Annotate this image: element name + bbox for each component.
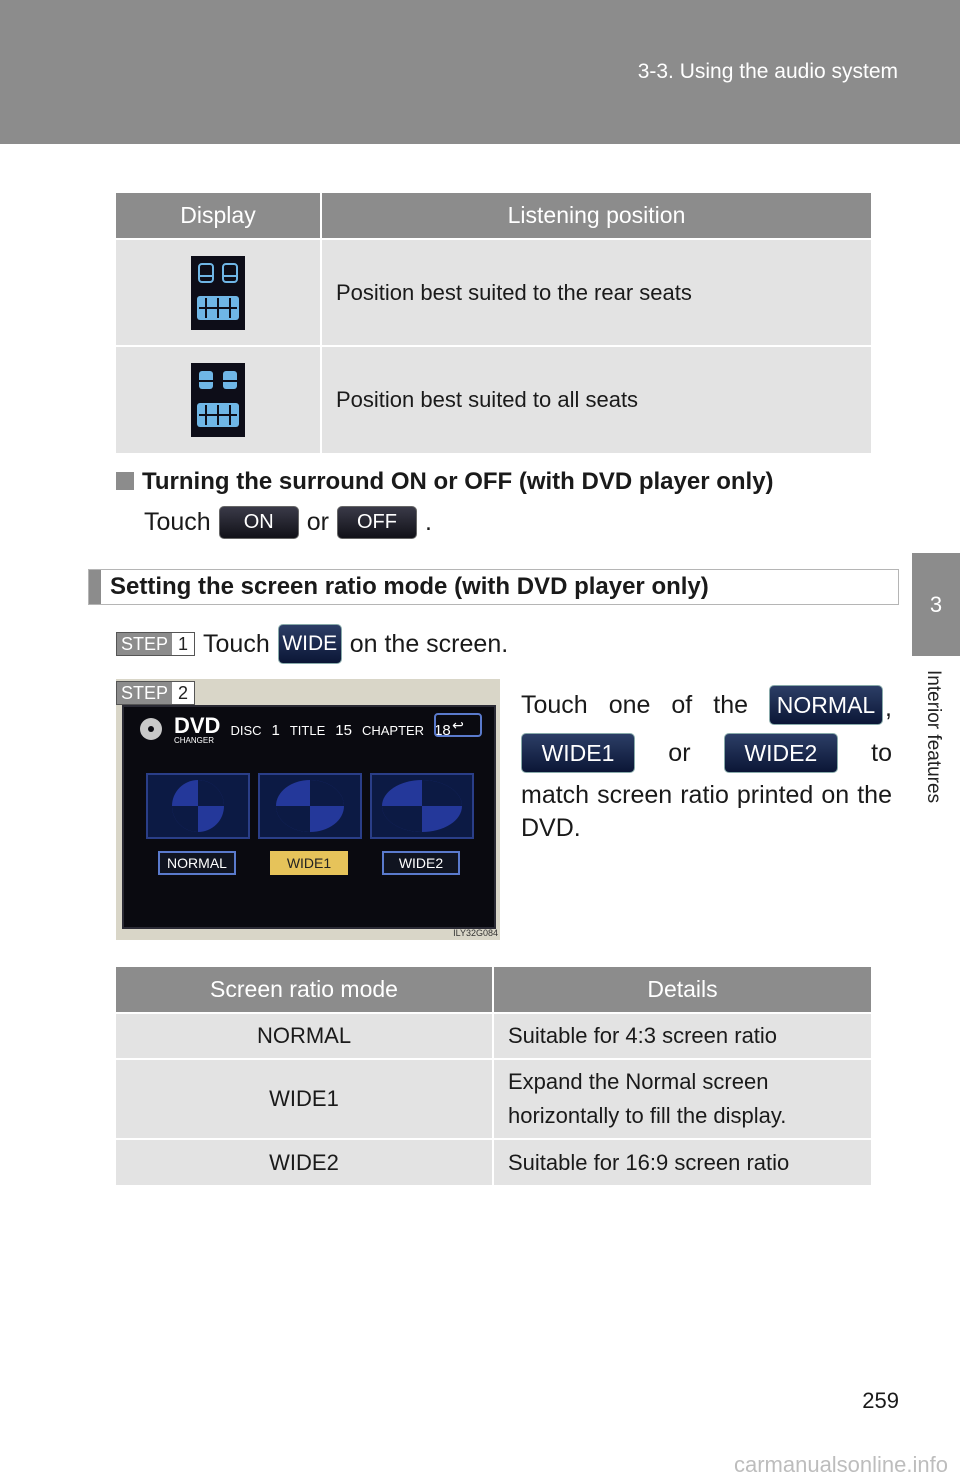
- surround-instruction: Touch ON or OFF .: [144, 506, 432, 539]
- off-button[interactable]: OFF: [336, 506, 417, 539]
- square-bullet-icon: [116, 472, 134, 490]
- changer-label: CHANGER: [174, 736, 215, 745]
- mode-cell: WIDE1: [116, 1058, 493, 1139]
- listening-position-text: Position best suited to the rear seats: [320, 238, 871, 346]
- image-code: ILY32G084: [453, 928, 498, 938]
- surround-heading: Turning the surround ON or OFF (with DVD…: [116, 468, 774, 496]
- chapter-tab: 3: [912, 553, 960, 656]
- listening-position-table: Display Listening position: [116, 193, 871, 453]
- screen-wide1-button[interactable]: WIDE1: [270, 851, 348, 875]
- disc-icon: [138, 716, 164, 745]
- table-row: WIDE1 Expand the Normal screen horizonta…: [116, 1058, 871, 1139]
- disc-label: DISC: [230, 722, 262, 738]
- listening-position-text: Position best suited to all seats: [320, 345, 871, 453]
- normal-preview: [146, 773, 250, 839]
- screen-wide2-button[interactable]: WIDE2: [382, 851, 460, 875]
- details-cell: Suitable for 16:9 screen ratio: [492, 1138, 871, 1185]
- details-cell: Suitable for 4:3 screen ratio: [492, 1012, 871, 1059]
- wide-button[interactable]: WIDE: [277, 624, 342, 664]
- title-label: TITLE: [289, 722, 326, 738]
- chapter-label: Interior features: [923, 670, 944, 804]
- dvd-label: DVD: [174, 713, 221, 738]
- section-title: Setting the screen ratio mode (with DVD …: [110, 573, 709, 600]
- normal-button[interactable]: NORMAL: [769, 685, 883, 725]
- chapter-number: 18: [434, 721, 451, 739]
- rear-seats-sound-icon: [191, 255, 245, 330]
- screen-normal-button[interactable]: NORMAL: [158, 851, 236, 875]
- table-header-display: Display: [116, 193, 321, 239]
- table-row: NORMAL Suitable for 4:3 screen ratio: [116, 1012, 871, 1059]
- header-title: 3-3. Using the audio system: [637, 60, 898, 83]
- watermark: carmanualsonline.info: [733, 1452, 948, 1477]
- back-button[interactable]: ↩: [434, 713, 482, 737]
- wide1-button[interactable]: WIDE1: [521, 733, 635, 773]
- details-cell: Expand the Normal screen horizontally to…: [492, 1058, 871, 1139]
- page-header: 3-3. Using the audio system: [0, 0, 960, 144]
- wide1-preview: [258, 773, 362, 839]
- table-header-details: Details: [492, 967, 871, 1013]
- disc-number: 1: [271, 721, 280, 739]
- on-button[interactable]: ON: [218, 506, 299, 539]
- table-header-mode: Screen ratio mode: [116, 967, 493, 1013]
- step2-rest-text: match screen ratio printed on the DVD.: [521, 781, 892, 842]
- mode-cell: WIDE2: [116, 1138, 493, 1185]
- table-row: WIDE2 Suitable for 16:9 screen ratio: [116, 1138, 871, 1185]
- table-header-listening-position: Listening position: [320, 193, 871, 239]
- wide2-button[interactable]: WIDE2: [723, 733, 838, 773]
- table-row: Position best suited to all seats: [116, 345, 871, 453]
- mode-cell: NORMAL: [116, 1012, 493, 1059]
- all-seats-sound-icon: [191, 363, 245, 437]
- wide2-preview: [370, 773, 474, 839]
- table-row: Position best suited to the rear seats: [116, 238, 871, 346]
- page-number: 259: [862, 1388, 899, 1413]
- step2-instruction: Touch one of the NORMAL , WIDE1 or WIDE2…: [521, 681, 892, 845]
- chapter-label: CHAPTER: [361, 722, 425, 738]
- title-number: 15: [335, 721, 352, 739]
- section-heading: Setting the screen ratio mode (with DVD …: [88, 569, 899, 605]
- screen-ratio-table: Screen ratio mode Details NORMAL Suitabl…: [116, 967, 871, 1185]
